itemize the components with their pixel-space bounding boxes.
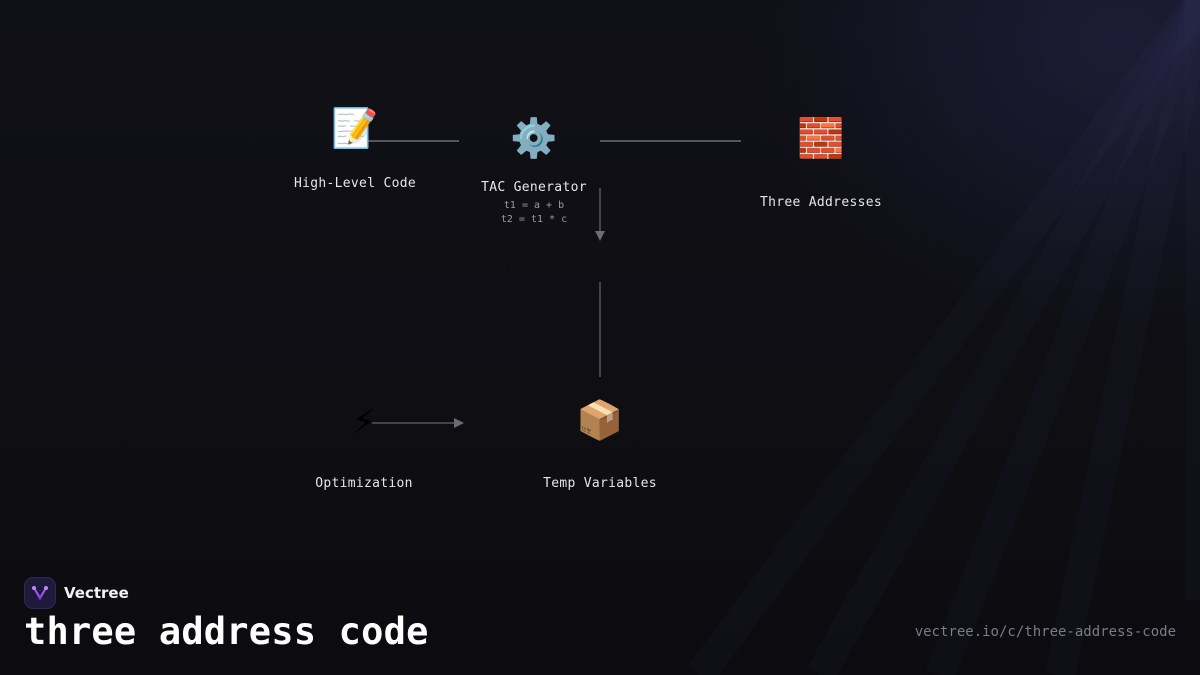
node-label: Three Addresses	[760, 195, 882, 210]
page-title: three address code	[24, 610, 429, 653]
page-url[interactable]: vectree.io/c/three-address-code	[914, 624, 1176, 640]
gear-icon: ⚙️	[510, 116, 558, 160]
brand[interactable]: Vectree	[24, 577, 129, 609]
node-label: Temp Variables	[543, 476, 657, 491]
node-label: TAC Generator	[481, 180, 587, 195]
lightning-icon: ⚡	[352, 398, 376, 442]
node-optimization: ⚡ Optimization	[315, 398, 413, 491]
node-label: High-Level Code	[294, 176, 416, 191]
node-three-addresses: 🧱 Three Addresses	[760, 116, 882, 210]
node-temp-variables: 📦 Temp Variables	[543, 398, 657, 491]
node-code-snippet: t1 = a + b t2 = t1 * c	[500, 200, 568, 225]
node-high-level-code: 📝 High-Level Code	[294, 106, 416, 191]
package-icon: 📦	[576, 398, 624, 442]
bricks-icon: 🧱	[797, 116, 845, 160]
memo-icon: 📝	[331, 106, 379, 150]
brand-name: Vectree	[64, 584, 129, 602]
node-tac-generator: ⚙️ TAC Generator t1 = a + b t2 = t1 * c	[481, 116, 587, 227]
node-label: Optimization	[315, 476, 413, 491]
vectree-logo-icon	[24, 577, 56, 609]
